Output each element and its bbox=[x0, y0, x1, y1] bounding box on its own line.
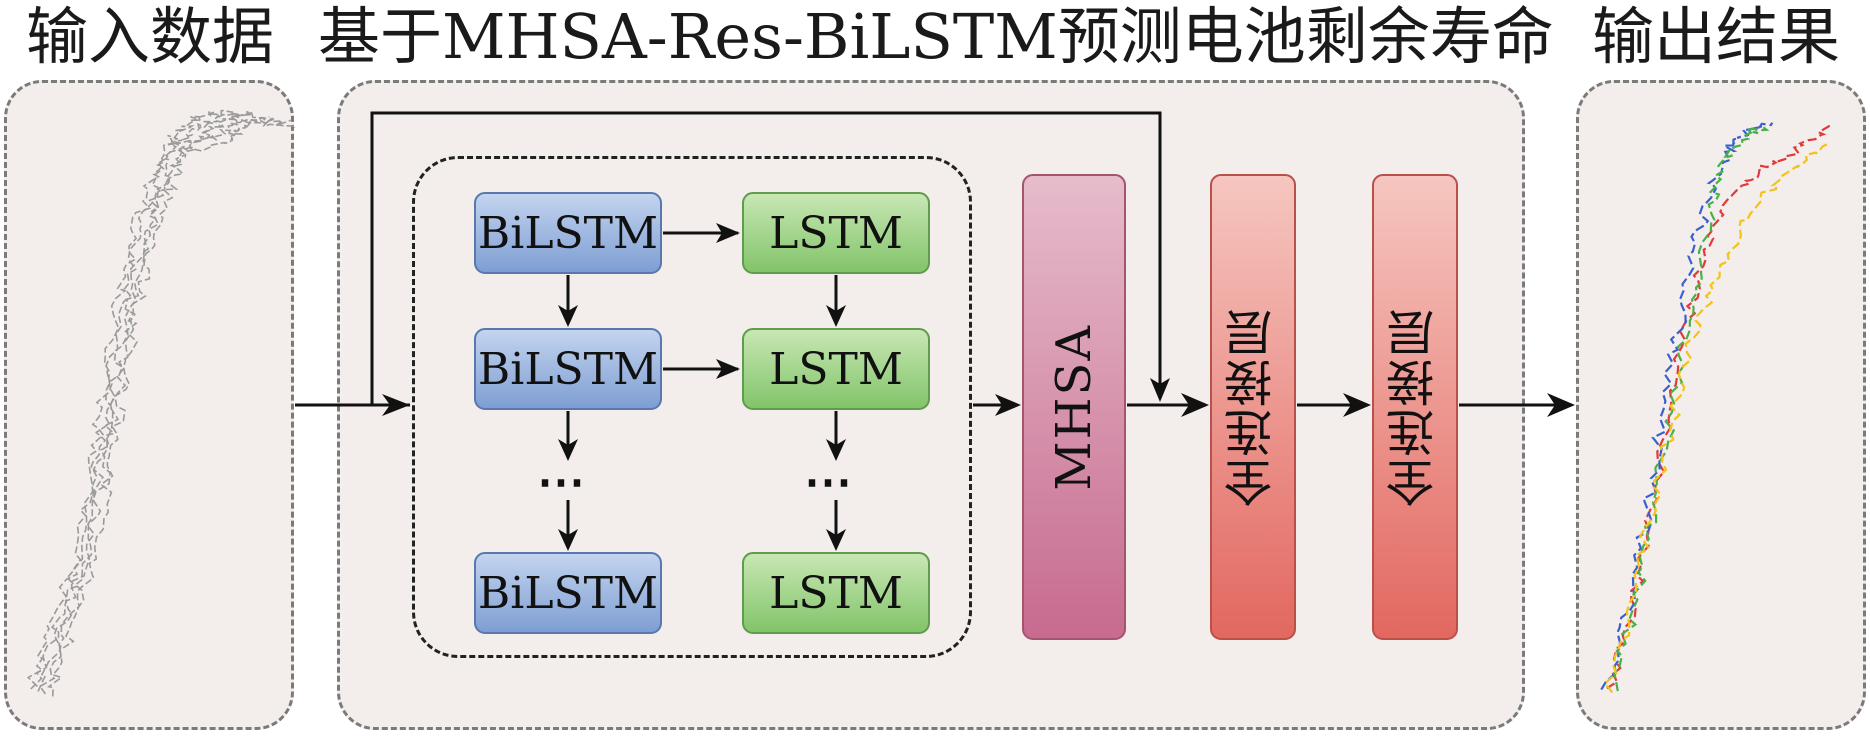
lstm-ellipsis: ⋯ bbox=[804, 454, 852, 510]
input-title: 输入数据 bbox=[26, 0, 275, 73]
fc-layer-2-label: 全连接层 bbox=[1387, 307, 1443, 507]
fc-layer-1: 全连接层 bbox=[1210, 174, 1296, 640]
bilstm-block-1: BiLSTM bbox=[474, 192, 662, 274]
bilstm-ellipsis: ⋯ bbox=[537, 454, 585, 510]
output-title: 输出结果 bbox=[1592, 0, 1841, 73]
fc-layer-1-label: 全连接层 bbox=[1225, 307, 1281, 507]
lstm-block-2: LSTM bbox=[742, 328, 930, 410]
output-panel bbox=[1576, 80, 1866, 730]
bilstm-block-2: BiLSTM bbox=[474, 328, 662, 410]
input-panel bbox=[4, 80, 294, 730]
model-title: 基于MHSA-Res-BiLSTM预测电池剩余寿命 bbox=[318, 0, 1554, 73]
bilstm-block-3: BiLSTM bbox=[474, 552, 662, 634]
lstm-block-3: LSTM bbox=[742, 552, 930, 634]
mhsa-label: MHSA bbox=[1046, 323, 1102, 491]
lstm-block-1: LSTM bbox=[742, 192, 930, 274]
fc-layer-2: 全连接层 bbox=[1372, 174, 1458, 640]
mhsa-block: MHSA bbox=[1022, 174, 1126, 640]
